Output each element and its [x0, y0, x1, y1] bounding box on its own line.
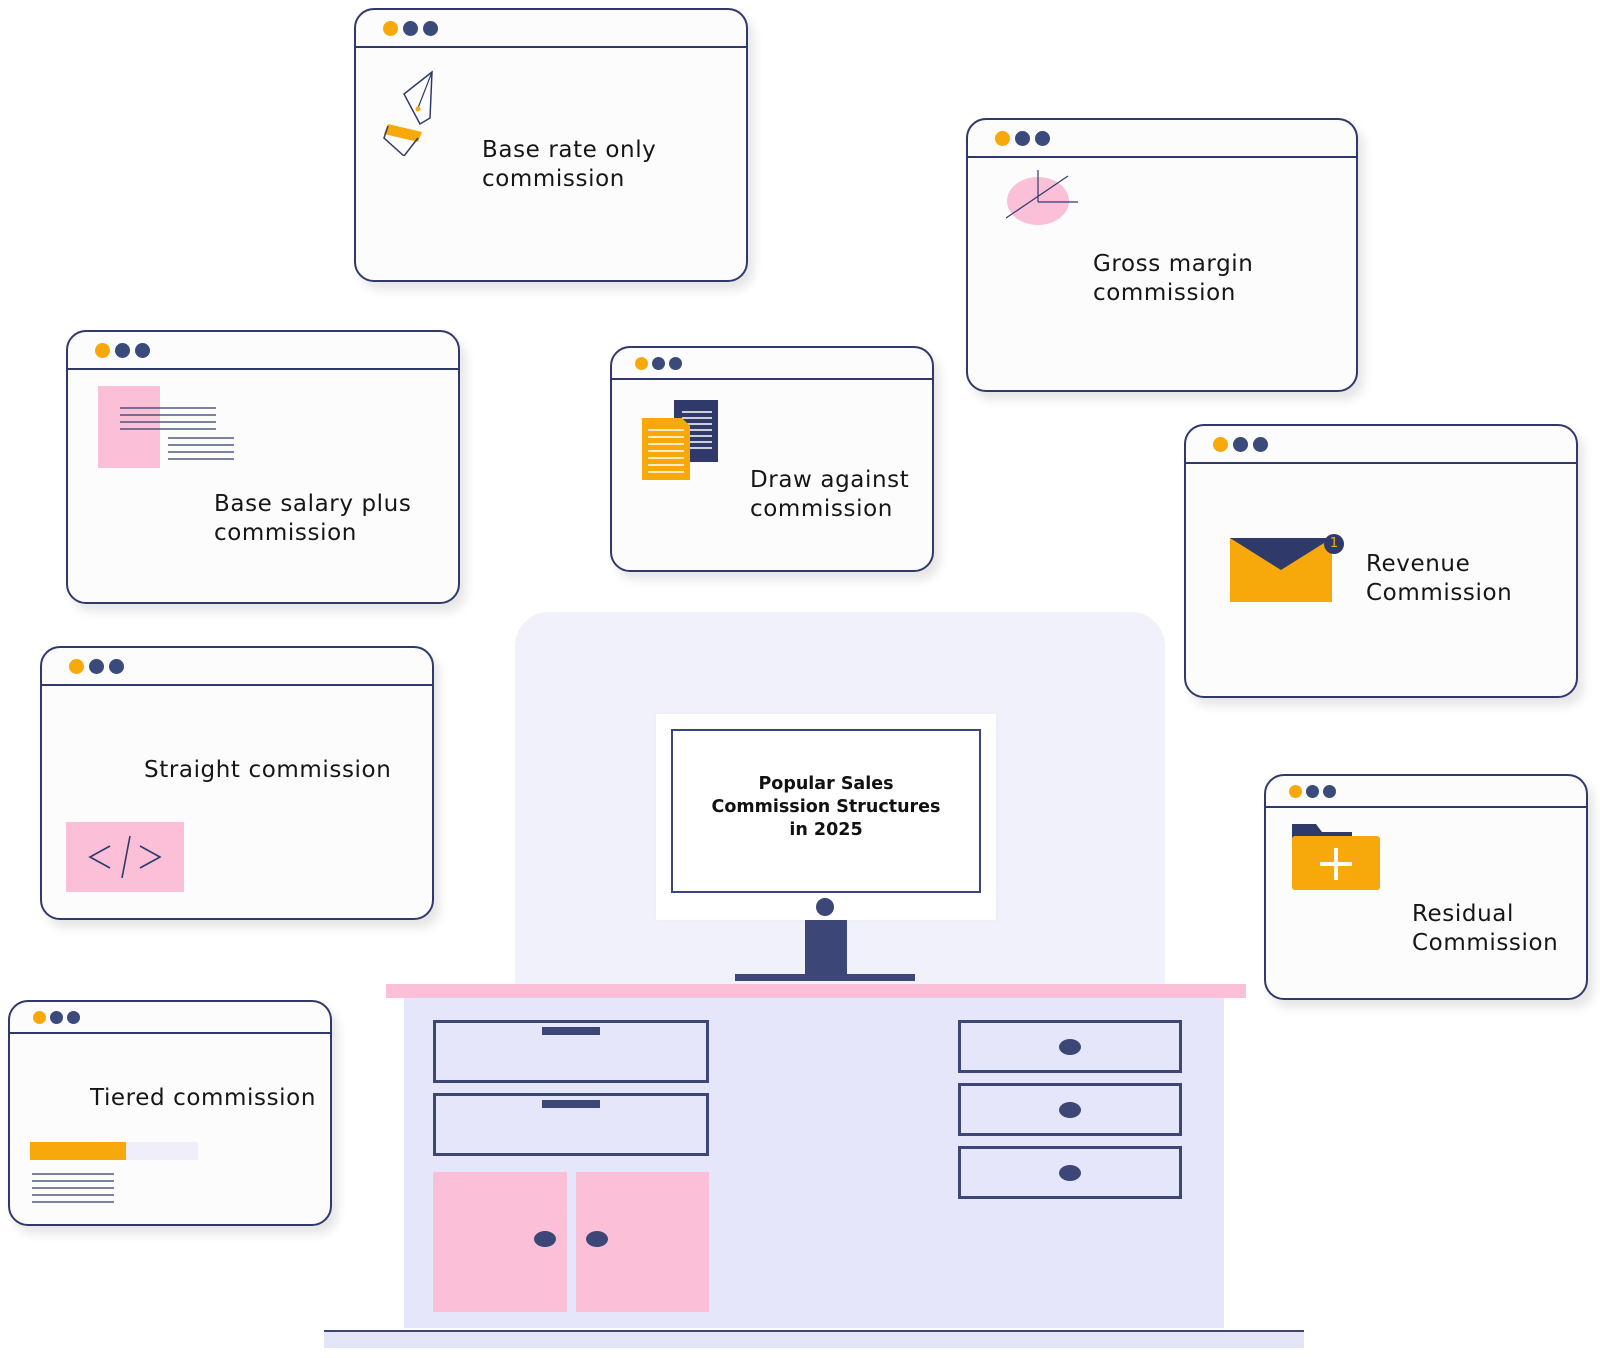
window-dot-navy [1015, 131, 1030, 146]
card-revenue: 1 Revenue Commission [1184, 424, 1578, 698]
window-dot-navy [1323, 785, 1336, 798]
progress-bar-icon [30, 1142, 198, 1203]
window-dot-navy [652, 357, 665, 370]
window-titlebar [612, 348, 932, 380]
card-label: Residual Commission [1412, 901, 1559, 956]
card-draw: Draw against commission [610, 346, 934, 572]
window-dot-orange [1213, 437, 1228, 452]
window-dot-navy [135, 343, 150, 358]
card-label: Gross margin commission [1093, 251, 1254, 306]
floor-line [324, 1330, 1304, 1348]
window-dot-orange [69, 659, 84, 674]
monitor-screen: Popular Sales Commission Structures in 2… [671, 729, 981, 893]
desk-top [386, 984, 1246, 998]
window-dot-orange [995, 131, 1010, 146]
card-label: Base rate only commission [482, 137, 657, 192]
window-dot-navy [1035, 131, 1050, 146]
window-titlebar [1186, 426, 1576, 464]
window-dot-navy [1253, 437, 1268, 452]
card-tiered: Tiered commission [8, 1000, 332, 1226]
drawer-handle [542, 1100, 600, 1108]
window-dot-navy [669, 357, 682, 370]
monitor-base [735, 974, 915, 981]
window-dot-orange [1289, 785, 1302, 798]
monitor-power-dot [816, 898, 834, 916]
window-dot-orange [383, 21, 398, 36]
drawer-knob [1059, 1039, 1081, 1055]
folder-plus-icon [1292, 824, 1380, 890]
window-dot-navy [50, 1011, 63, 1024]
window-dot-navy [1233, 437, 1248, 452]
card-base-rate: Base rate only commission [354, 8, 748, 282]
window-dot-navy [109, 659, 124, 674]
documents-icon [642, 400, 718, 480]
window-dot-navy [403, 21, 418, 36]
card-straight: Straight commission [40, 646, 434, 920]
window-dot-navy [67, 1011, 80, 1024]
card-label: Revenue Commission [1366, 551, 1513, 606]
window-dot-navy [1306, 785, 1319, 798]
window-titlebar [42, 648, 432, 686]
card-label: Base salary plus commission [214, 491, 412, 546]
card-base-salary: Base salary plus commission [66, 330, 460, 604]
text-document-icon [98, 386, 234, 468]
card-label: Draw against commission [750, 467, 910, 522]
window-dot-orange [95, 343, 110, 358]
drawer-knob [1059, 1102, 1081, 1118]
monitor-title: Popular Sales Commission Structures in 2… [711, 774, 941, 840]
cabinet-knob [586, 1231, 608, 1247]
window-titlebar [1266, 776, 1586, 808]
card-label: Tiered commission [90, 1085, 317, 1111]
card-label: Straight commission [144, 757, 392, 783]
card-residual: Residual Commission [1264, 774, 1588, 1000]
window-titlebar [356, 10, 746, 48]
code-icon [66, 822, 184, 892]
window-dot-orange [33, 1011, 46, 1024]
window-dot-navy [89, 659, 104, 674]
envelope-icon [1230, 538, 1332, 602]
window-dot-navy [423, 21, 438, 36]
window-titlebar [68, 332, 458, 370]
cabinet-knob [534, 1231, 556, 1247]
monitor-stand [805, 920, 847, 976]
window-dot-orange [635, 357, 648, 370]
window-titlebar [968, 120, 1356, 158]
card-gross-margin: Gross margin commission [966, 118, 1358, 392]
drawer-handle [542, 1027, 600, 1035]
window-titlebar [10, 1002, 330, 1034]
drawer-knob [1059, 1165, 1081, 1181]
window-dot-navy [115, 343, 130, 358]
pen-nib-icon [383, 70, 433, 156]
notification-badge: 1 [1324, 534, 1344, 554]
pie-chart-icon [1006, 170, 1078, 225]
